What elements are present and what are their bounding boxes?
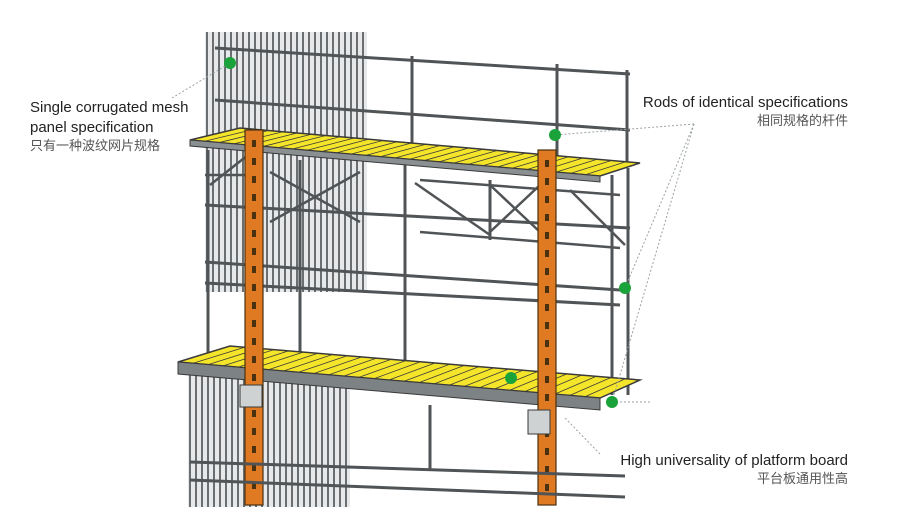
leader-lines [171, 62, 695, 455]
callout-mesh-panel: Single corrugated mesh panel specificati… [30, 98, 220, 156]
marker-dots [224, 57, 631, 408]
marker-dot-rod-lower [606, 396, 618, 408]
callout-rods-en: Rods of identical specifications [642, 94, 848, 111]
callout-mesh-line2: panel specification [30, 119, 154, 136]
marker-dot-rod-upper [549, 129, 561, 141]
callout-board-zh: 平台板通用性高 [756, 472, 848, 487]
anchor-brackets [239, 384, 551, 435]
upright-posts [244, 129, 557, 506]
callout-mesh-line1: Single corrugated mesh [30, 99, 189, 116]
marker-dot-mesh [224, 57, 236, 69]
truss-bracing [205, 154, 626, 250]
lower-rails [189, 405, 626, 499]
callout-board-en: High universality of platform board [620, 452, 848, 469]
callout-rods-zh: 相同规格的杆件 [756, 114, 848, 129]
marker-dot-rod-middle [619, 282, 631, 294]
callout-mesh-zh: 只有一种波纹网片规格 [30, 139, 161, 154]
mesh-panel-upper [205, 32, 367, 292]
callout-platform-board: High universality of platform board 平台板通… [560, 451, 848, 489]
marker-dot-board [505, 372, 517, 384]
upper-platform-board [189, 127, 641, 183]
callout-rods: Rods of identical specifications 相同规格的杆件 [590, 93, 848, 131]
